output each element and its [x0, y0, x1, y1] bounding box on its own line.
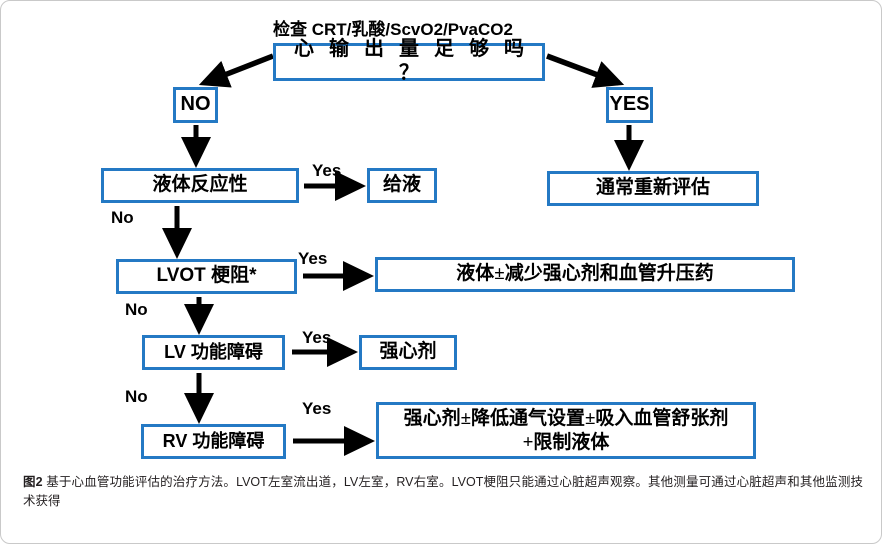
node-reduce-inotropes-vasopressors[interactable]: 液体±减少强心剂和血管升压药	[375, 257, 795, 292]
node-inotrope[interactable]: 强心剂	[359, 335, 457, 370]
flowchart-arrows	[162, 53, 644, 456]
edge-label-no-lvot: No	[125, 300, 148, 319]
node-rv-dysfunction[interactable]: RV 功能障碍	[141, 424, 286, 459]
node-rv-treatment[interactable]: 强心剂±降低通气设置±吸入血管舒张剂 +限制液体	[376, 402, 756, 459]
edge-label-no-fluid-responsiveness: No	[111, 208, 134, 227]
arrow-root-to-yes	[546, 53, 625, 88]
node-give-fluid[interactable]: 给液	[367, 168, 437, 203]
node-fluid-responsiveness[interactable]: 液体反应性	[101, 168, 299, 203]
node-yes-branch[interactable]: YES	[606, 87, 653, 123]
figure-caption: 图2 基于心血管功能评估的治疗方法。LVOT左室流出道，LV左室，RV右室。LV…	[23, 473, 863, 512]
edge-label-yes-lvot: Yes	[298, 249, 328, 268]
node-lvot-obstruction[interactable]: LVOT 梗阻*	[116, 259, 297, 294]
edge-label-yes-rv-dysfunction: Yes	[302, 399, 332, 418]
arrow-root-to-no	[198, 53, 275, 88]
figure-caption-label: 图2	[23, 475, 43, 489]
figure-caption-body: 基于心血管功能评估的治疗方法。LVOT左室流出道，LV左室，RV右室。LVOT梗…	[23, 475, 863, 509]
edge-label-yes-lv-dysfunction: Yes	[302, 328, 332, 347]
node-lv-dysfunction[interactable]: LV 功能障碍	[142, 335, 285, 370]
node-no-branch[interactable]: NO	[173, 87, 218, 123]
check-parameters-label: 检查 CRT/乳酸/ScvO2/PvaCO2	[273, 20, 513, 39]
node-reassess[interactable]: 通常重新评估	[547, 171, 759, 206]
edge-label-no-lv-dysfunction: No	[125, 387, 148, 406]
node-cardiac-output-sufficient[interactable]: 心 输 出 量 足 够 吗 ？	[273, 38, 545, 84]
edge-label-yes-fluid-responsiveness: Yes	[312, 161, 342, 180]
